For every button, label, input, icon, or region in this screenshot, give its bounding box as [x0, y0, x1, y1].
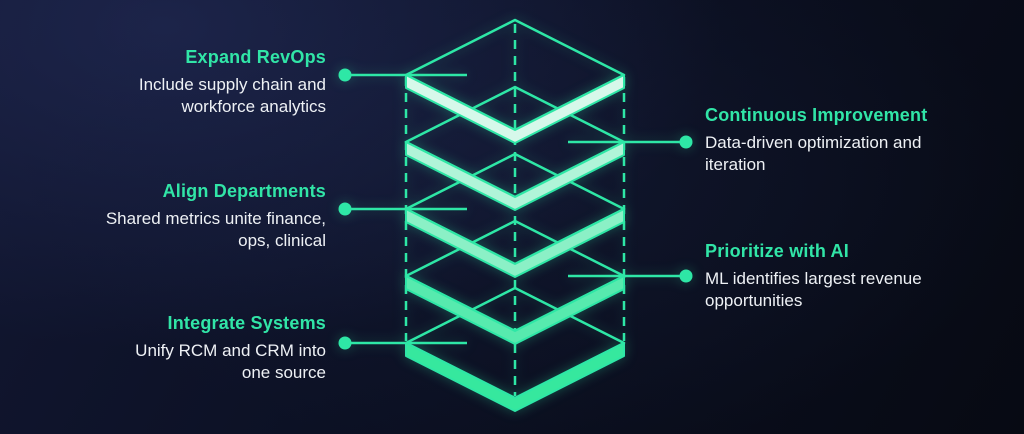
callout-prioritize-with-ai: Prioritize with AI ML identifies largest…: [705, 240, 950, 312]
layer-2-band: [405, 141, 625, 211]
callout-integrate-systems: Integrate Systems Unify RCM and CRM into…: [108, 312, 326, 384]
layer-5-band: [405, 342, 625, 412]
callout-title: Align Departments: [162, 181, 326, 201]
callout-description: Unify RCM and CRM into one source: [135, 341, 326, 382]
connector-dot-align-departments: [338, 202, 352, 216]
callout-description: Data-driven optimization and iteration: [705, 133, 922, 174]
connectors-group: [338, 68, 693, 350]
connector-dot-integrate-systems: [338, 336, 352, 350]
callout-title: Expand RevOps: [185, 47, 326, 67]
layer-bands-group: [405, 74, 625, 412]
callout-title: Continuous Improvement: [705, 105, 928, 125]
callout-title: Integrate Systems: [167, 313, 326, 333]
callout-expand-revops: Expand RevOps Include supply chain and w…: [116, 46, 326, 118]
callout-description: ML identifies largest revenue opportunit…: [705, 269, 922, 310]
layer-1-band: [405, 74, 625, 144]
callout-title: Prioritize with AI: [705, 241, 849, 261]
connector-dot-prioritize-with-ai: [679, 269, 693, 283]
layer-3-band: [405, 208, 625, 278]
callout-continuous-improvement: Continuous Improvement Data-driven optim…: [705, 104, 945, 176]
callout-description: Shared metrics unite finance, ops, clini…: [105, 209, 326, 250]
layer-4-band: [405, 275, 625, 345]
connector-dot-continuous-improvement: [679, 135, 693, 149]
callout-align-departments: Align Departments Shared metrics unite f…: [86, 180, 326, 252]
connector-dot-expand-revops: [338, 68, 352, 82]
callout-description: Include supply chain and workforce analy…: [138, 75, 326, 116]
